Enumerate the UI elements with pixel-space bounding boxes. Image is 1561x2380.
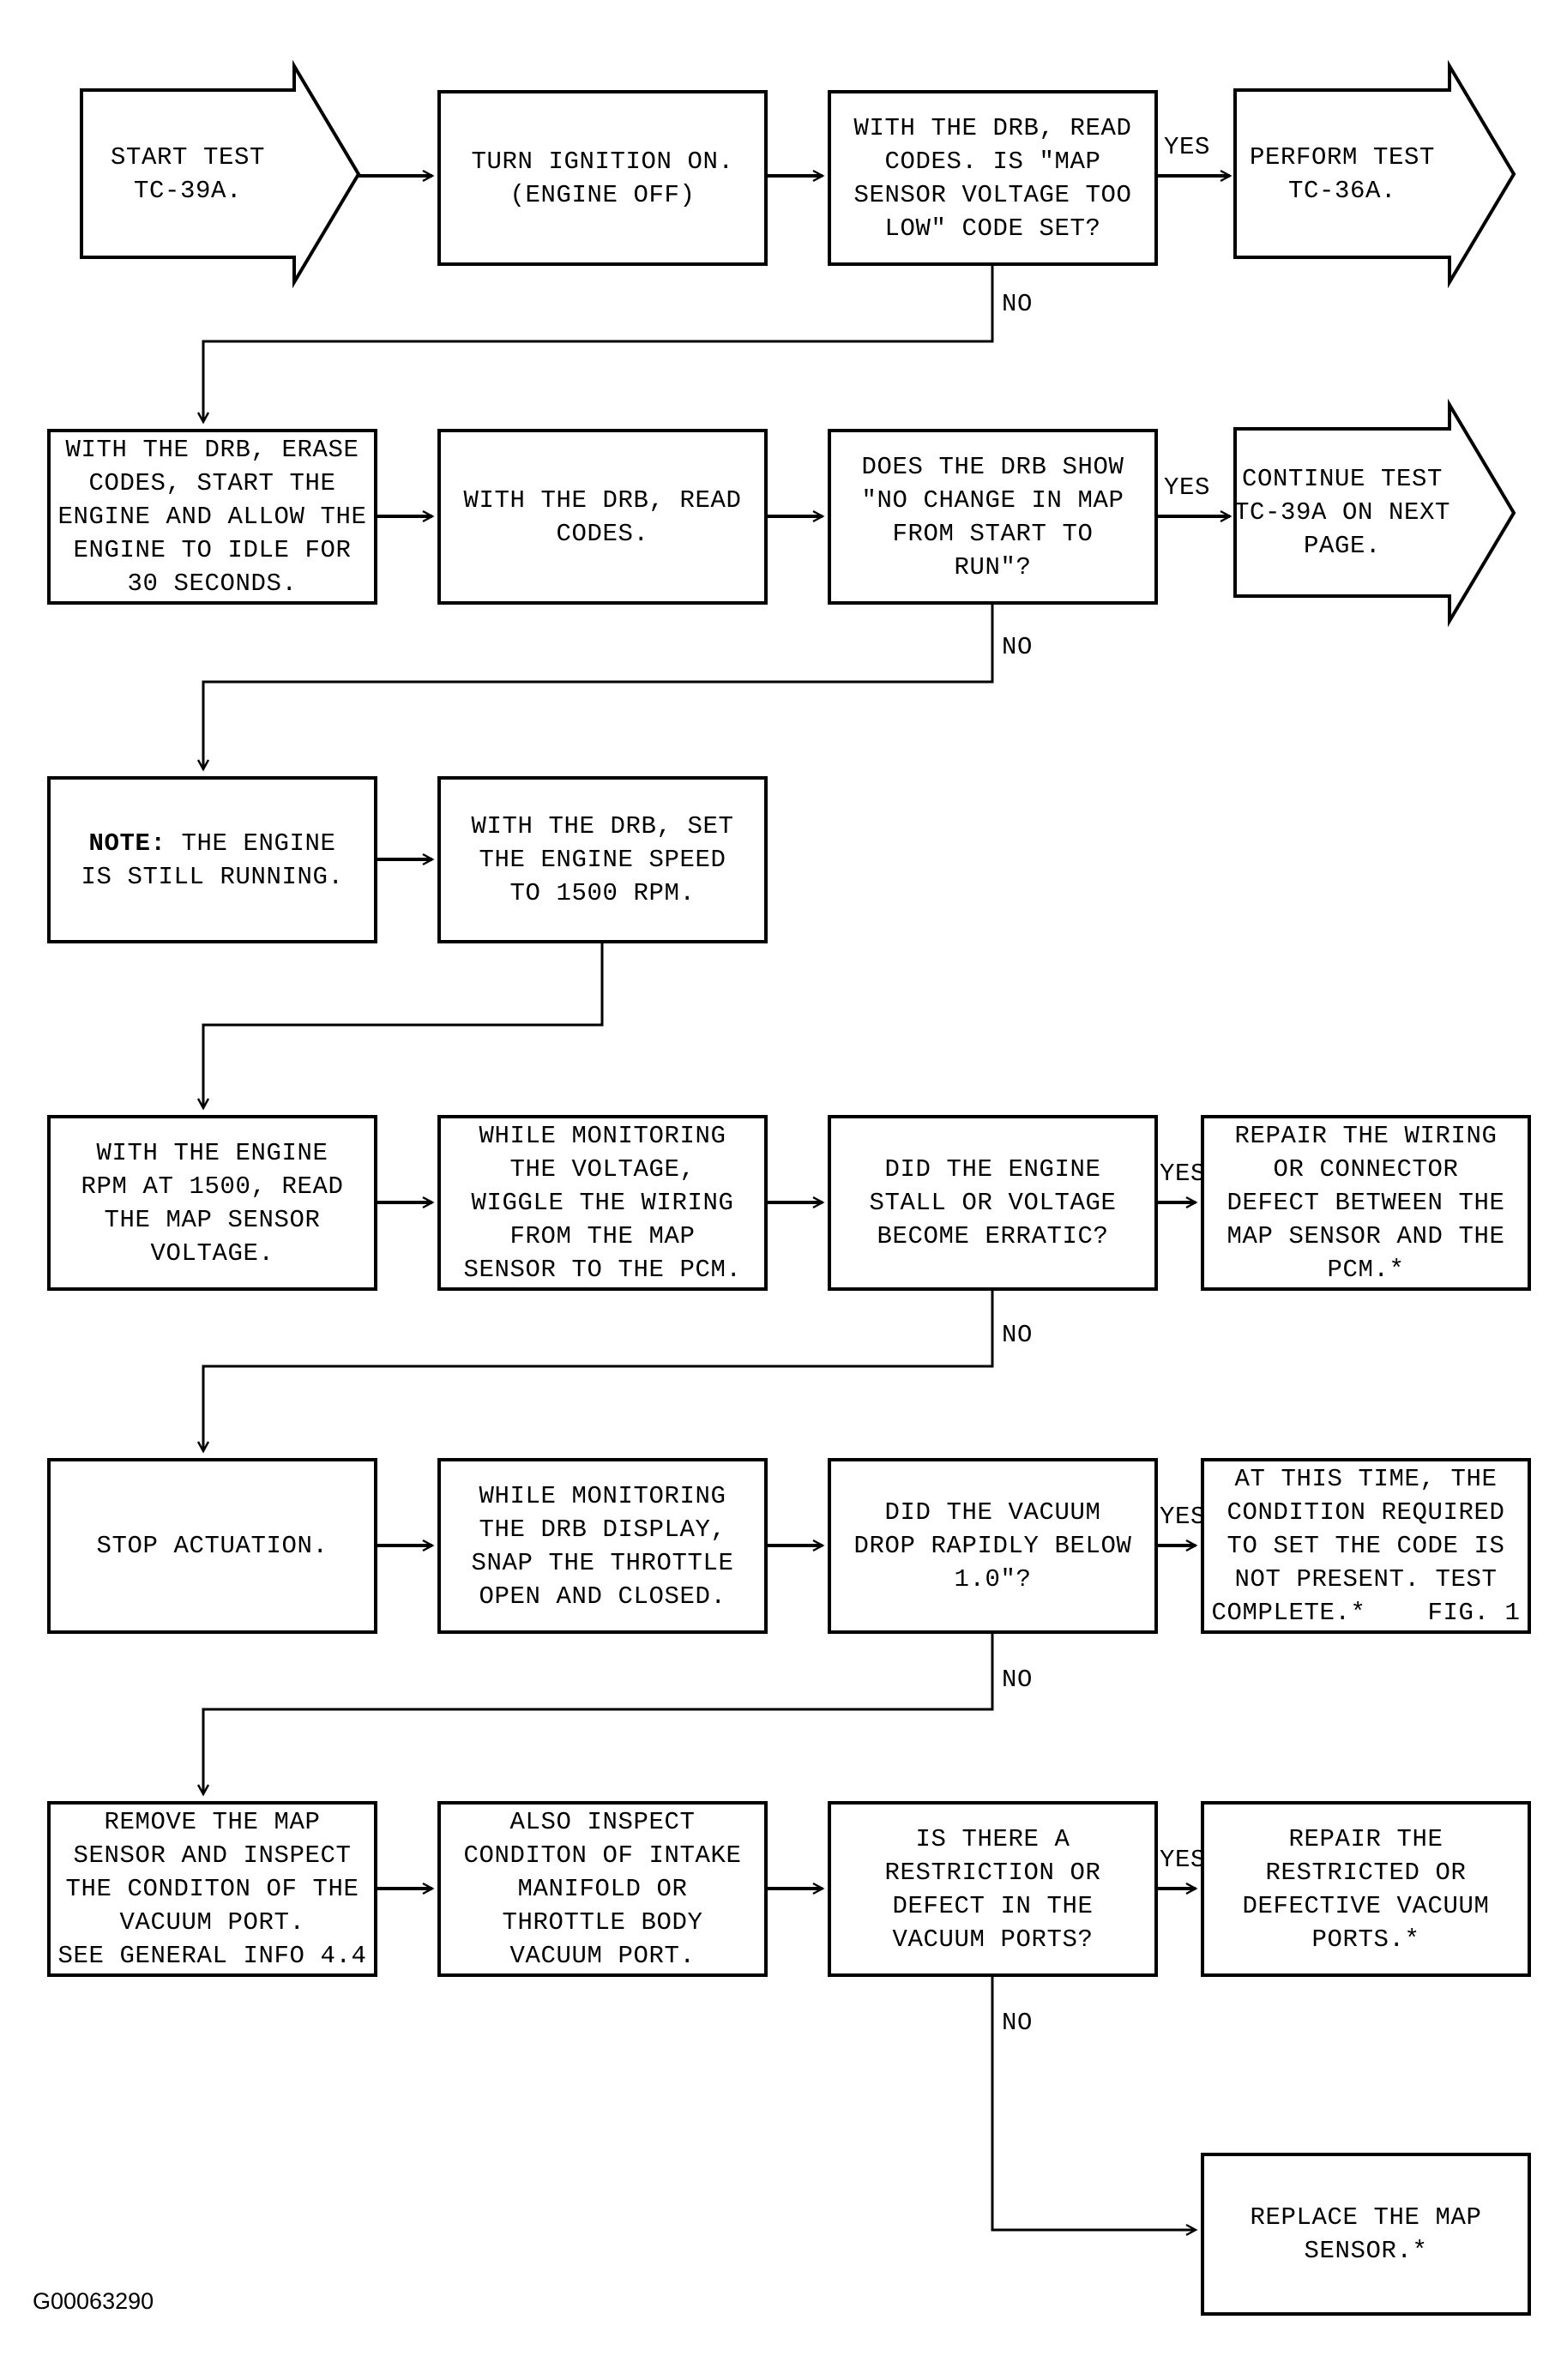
- node-stop-actuation: STOP ACTUATION.: [47, 1458, 377, 1634]
- node-repair-wiring: REPAIR THE WIRING OR CONNECTOR DEFECT BE…: [1201, 1115, 1531, 1291]
- note-label: NOTE:: [88, 828, 166, 858]
- node-no-change-in-map: DOES THE DRB SHOW "NO CHANGE IN MAP FROM…: [828, 429, 1158, 605]
- node-stop-actuation-text: STOP ACTUATION.: [96, 1532, 328, 1560]
- branch-label-yes-row4: YES: [1160, 1160, 1207, 1188]
- branch-label-yes-row6: YES: [1160, 1846, 1207, 1874]
- node-restriction-question: IS THERE A RESTRICTION OR DEFECT IN THE …: [828, 1801, 1158, 1977]
- node-vacuum-drop-question: DID THE VACUUM DROP RAPIDLY BELOW 1.0"?: [828, 1458, 1158, 1634]
- node-remove-map-sensor: REMOVE THE MAP SENSOR AND INSPECT THE CO…: [47, 1801, 377, 1977]
- node-perform-test-tc36a-text: PERFORM TEST TC-36A.: [1249, 142, 1436, 205]
- node-repair-vacuum-ports-text: REPAIR THE RESTRICTED OR DEFECTIVE VACUU…: [1242, 1824, 1490, 1954]
- node-inspect-manifold-text: ALSO INSPECT CONDITON OF INTAKE MANIFOLD…: [463, 1808, 742, 1970]
- node-repair-vacuum-ports: REPAIR THE RESTRICTED OR DEFECTIVE VACUU…: [1201, 1801, 1531, 1977]
- node-repair-wiring-text: REPAIR THE WIRING OR CONNECTOR DEFECT BE…: [1226, 1122, 1505, 1284]
- perform-test-pennant-shape: [1233, 59, 1516, 289]
- node-turn-ignition-on: TURN IGNITION ON. (ENGINE OFF): [437, 90, 768, 266]
- connector-vacuum-no: [196, 1634, 994, 1797]
- node-read-codes-text: WITH THE DRB, READ CODES.: [463, 485, 742, 548]
- node-engine-stall-question-text: DID THE ENGINE STALL OR VOLTAGE BECOME E…: [869, 1155, 1117, 1250]
- node-start-test-text: START TEST TC-39A.: [110, 142, 266, 205]
- branch-label-yes-row2: YES: [1164, 473, 1211, 502]
- branch-label-yes-row5: YES: [1160, 1503, 1207, 1531]
- branch-label-no-row2: NO: [1002, 633, 1034, 661]
- node-start-test: START TEST TC-39A.: [81, 90, 294, 257]
- node-read-map-sensor-voltage-text: WITH THE ENGINE RPM AT 1500, READ THE MA…: [81, 1138, 344, 1268]
- node-no-change-in-map-text: DOES THE DRB SHOW "NO CHANGE IN MAP FROM…: [861, 452, 1124, 581]
- node-test-complete-text: AT THIS TIME, THE CONDITION REQUIRED TO …: [1211, 1465, 1521, 1627]
- node-engine-stall-question: DID THE ENGINE STALL OR VOLTAGE BECOME E…: [828, 1115, 1158, 1291]
- node-restriction-question-text: IS THERE A RESTRICTION OR DEFECT IN THE …: [884, 1824, 1101, 1954]
- node-continue-test-tc39a-text: CONTINUE TEST TC-39A ON NEXT PAGE.: [1233, 465, 1451, 560]
- node-erase-codes-idle: WITH THE DRB, ERASE CODES, START THE ENG…: [47, 429, 377, 605]
- node-note-engine-running-text: THE ENGINE IS STILL RUNNING.: [81, 828, 344, 891]
- branch-label-yes-row1: YES: [1164, 133, 1211, 161]
- start-pennant-shape: [80, 59, 361, 289]
- node-perform-test-tc36a: PERFORM TEST TC-36A.: [1235, 90, 1450, 257]
- node-test-complete: AT THIS TIME, THE CONDITION REQUIRED TO …: [1201, 1458, 1531, 1634]
- node-replace-map-sensor: REPLACE THE MAP SENSOR.*: [1201, 2153, 1531, 2316]
- node-read-codes: WITH THE DRB, READ CODES.: [437, 429, 768, 605]
- branch-label-no-row4: NO: [1002, 1321, 1034, 1349]
- connector-nochange-no: [196, 605, 994, 772]
- node-set-engine-speed-1500: WITH THE DRB, SET THE ENGINE SPEED TO 15…: [437, 776, 768, 943]
- node-inspect-manifold: ALSO INSPECT CONDITON OF INTAKE MANIFOLD…: [437, 1801, 768, 1977]
- node-erase-codes-idle-text: WITH THE DRB, ERASE CODES, START THE ENG…: [57, 436, 367, 598]
- node-wiggle-wiring-text: WHILE MONITORING THE VOLTAGE, WIGGLE THE…: [463, 1122, 742, 1284]
- branch-label-no-row5: NO: [1002, 1666, 1034, 1694]
- node-snap-throttle: WHILE MONITORING THE DRB DISPLAY, SNAP T…: [437, 1458, 768, 1634]
- node-snap-throttle-text: WHILE MONITORING THE DRB DISPLAY, SNAP T…: [471, 1481, 734, 1611]
- node-remove-map-sensor-text: REMOVE THE MAP SENSOR AND INSPECT THE CO…: [57, 1808, 367, 1970]
- node-read-codes-map-voltage-low-text: WITH THE DRB, READ CODES. IS "MAP SENSOR…: [853, 113, 1132, 243]
- node-wiggle-wiring: WHILE MONITORING THE VOLTAGE, WIGGLE THE…: [437, 1115, 768, 1291]
- connector-setspeed-down: [196, 943, 604, 1111]
- node-note-engine-running: NOTE: THE ENGINE IS STILL RUNNING.: [47, 776, 377, 943]
- node-vacuum-drop-question-text: DID THE VACUUM DROP RAPIDLY BELOW 1.0"?: [853, 1498, 1132, 1594]
- node-read-codes-map-voltage-low: WITH THE DRB, READ CODES. IS "MAP SENSOR…: [828, 90, 1158, 266]
- branch-label-no-row1: NO: [1002, 290, 1034, 318]
- node-continue-test-tc39a: CONTINUE TEST TC-39A ON NEXT PAGE.: [1233, 429, 1451, 596]
- node-turn-ignition-on-text: TURN IGNITION ON. (ENGINE OFF): [471, 147, 734, 209]
- continue-test-pennant-shape: [1233, 398, 1516, 628]
- connector-restriction-no: [991, 1977, 1198, 2237]
- branch-label-no-row6: NO: [1002, 2009, 1034, 2037]
- node-set-engine-speed-1500-text: WITH THE DRB, SET THE ENGINE SPEED TO 15…: [471, 812, 734, 907]
- connector-stall-no: [196, 1291, 994, 1454]
- connector-readcodes-no: [196, 266, 994, 425]
- node-read-map-sensor-voltage: WITH THE ENGINE RPM AT 1500, READ THE MA…: [47, 1115, 377, 1291]
- node-replace-map-sensor-text: REPLACE THE MAP SENSOR.*: [1250, 2203, 1482, 2265]
- figure-code: G00063290: [33, 2288, 154, 2314]
